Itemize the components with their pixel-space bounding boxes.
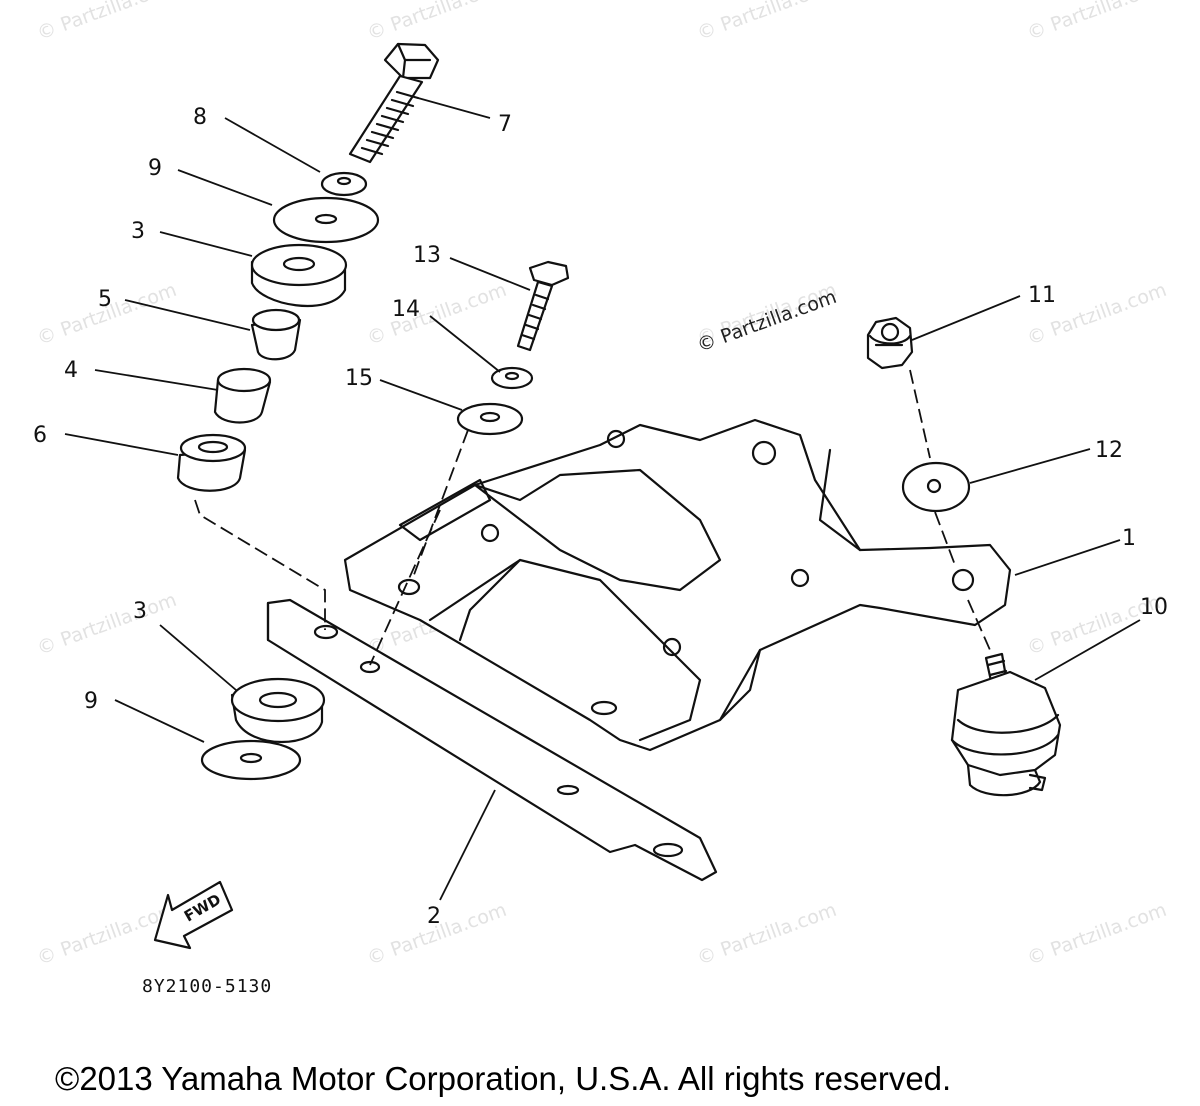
part-3-damper-top (250, 243, 348, 308)
part-11-nut (866, 316, 914, 370)
leader-lines (64, 97, 1141, 901)
watermark: © Partzilla.com (1024, 0, 1169, 45)
part-9-washer-bottom (200, 739, 302, 781)
part-3-damper-bottom (230, 677, 326, 744)
watermark: © Partzilla.com (1024, 899, 1169, 970)
watermark: © Partzilla.com (364, 0, 509, 45)
part-8-lock-washer (320, 171, 368, 197)
watermark: © Partzilla.com (694, 0, 839, 45)
watermark: © Partzilla.com (694, 899, 839, 970)
diagram-part-code: 8Y2100-5130 (142, 976, 272, 997)
callout-labels: 8 7 9 3 13 11 5 14 4 15 6 12 1 10 3 9 2 (33, 105, 1168, 929)
fwd-arrow-icon: FWD (153, 880, 234, 950)
part-1-bracket (343, 418, 1012, 752)
callout-5: 5 (98, 287, 112, 312)
part-5-collar (250, 308, 302, 361)
callout-3-bottom: 3 (133, 599, 147, 624)
watermark: © Partzilla.com (34, 0, 179, 45)
callout-4: 4 (64, 358, 78, 383)
callout-3-top: 3 (131, 219, 145, 244)
callout-7: 7 (498, 112, 512, 137)
callout-10: 10 (1140, 595, 1168, 620)
part-12-washer (901, 461, 971, 513)
part-7-bolt (348, 42, 440, 164)
part-14-lock-washer (490, 366, 534, 390)
part-10-damper-mount (950, 652, 1062, 797)
part-2-lower-strap (266, 598, 718, 882)
part-9-washer-top (272, 196, 380, 244)
part-13-bolt (516, 260, 570, 352)
copyright-notice: ©2013 Yamaha Motor Corporation, U.S.A. A… (55, 1060, 951, 1097)
callout-11: 11 (1028, 283, 1056, 308)
callout-1: 1 (1122, 526, 1136, 551)
part-15-washer (456, 402, 524, 436)
callout-15: 15 (345, 366, 373, 391)
watermark: © Partzilla.com (34, 589, 179, 660)
callout-8: 8 (193, 105, 207, 130)
assembly-lines (194, 369, 991, 666)
callout-2: 2 (427, 904, 441, 929)
callout-14: 14 (392, 297, 420, 322)
watermark: © Partzilla.com (364, 279, 509, 350)
callout-12: 12 (1095, 438, 1123, 463)
callout-9-bottom: 9 (84, 689, 98, 714)
part-6-collar (176, 433, 247, 492)
part-4-collar (213, 367, 272, 424)
callout-13: 13 (413, 243, 441, 268)
callout-6: 6 (33, 423, 47, 448)
callout-9-top: 9 (148, 156, 162, 181)
